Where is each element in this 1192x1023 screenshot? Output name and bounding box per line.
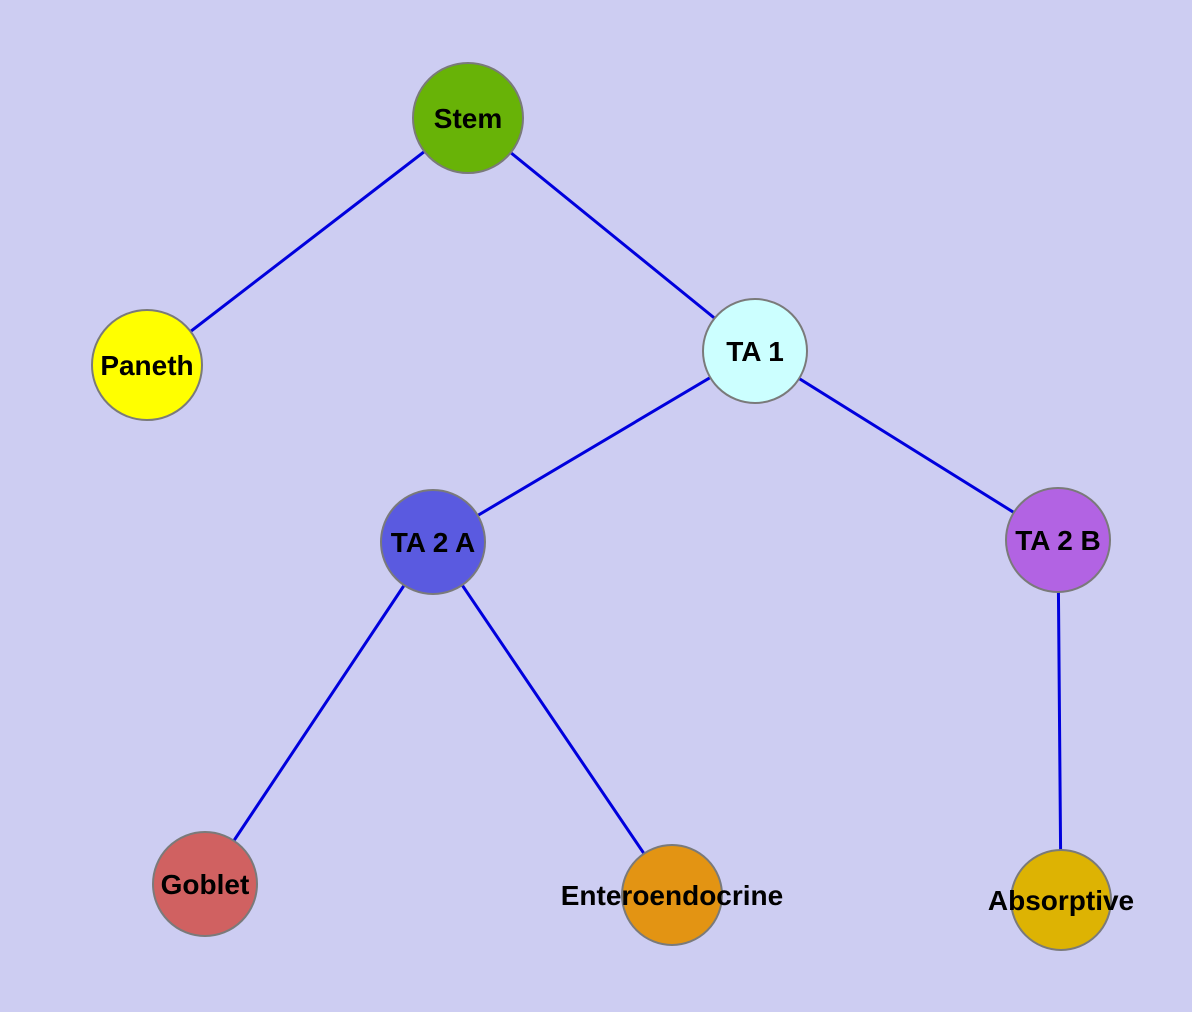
node-circle-absorptive[interactable] (1010, 849, 1112, 951)
node-ta1[interactable]: TA 1 (702, 298, 808, 404)
edge-ta2b-absorptive (1056, 538, 1063, 902)
edge-ta1-ta2b (753, 349, 1060, 542)
node-circle-enteroendocrine[interactable] (621, 844, 723, 946)
edge-stem-paneth (145, 116, 470, 367)
node-ta2b[interactable]: TA 2 B (1005, 487, 1111, 593)
node-circle-goblet[interactable] (152, 831, 258, 937)
edge-ta2a-enteroendocrine (431, 540, 674, 897)
edge-ta2a-goblet (203, 540, 435, 886)
node-goblet[interactable]: Goblet (152, 831, 258, 937)
node-paneth[interactable]: Paneth (91, 309, 203, 421)
node-absorptive[interactable]: Absorptive (988, 849, 1134, 951)
node-circle-ta2a[interactable] (380, 489, 486, 595)
node-circle-stem[interactable] (412, 62, 524, 174)
node-circle-ta1[interactable] (702, 298, 808, 404)
node-circle-ta2b[interactable] (1005, 487, 1111, 593)
node-ta2a[interactable]: TA 2 A (380, 489, 486, 595)
node-stem[interactable]: Stem (412, 62, 524, 174)
edge-ta1-ta2a (431, 349, 757, 544)
node-enteroendocrine[interactable]: Enteroendocrine (561, 844, 783, 946)
edge-stem-ta1 (466, 116, 757, 353)
node-circle-paneth[interactable] (91, 309, 203, 421)
